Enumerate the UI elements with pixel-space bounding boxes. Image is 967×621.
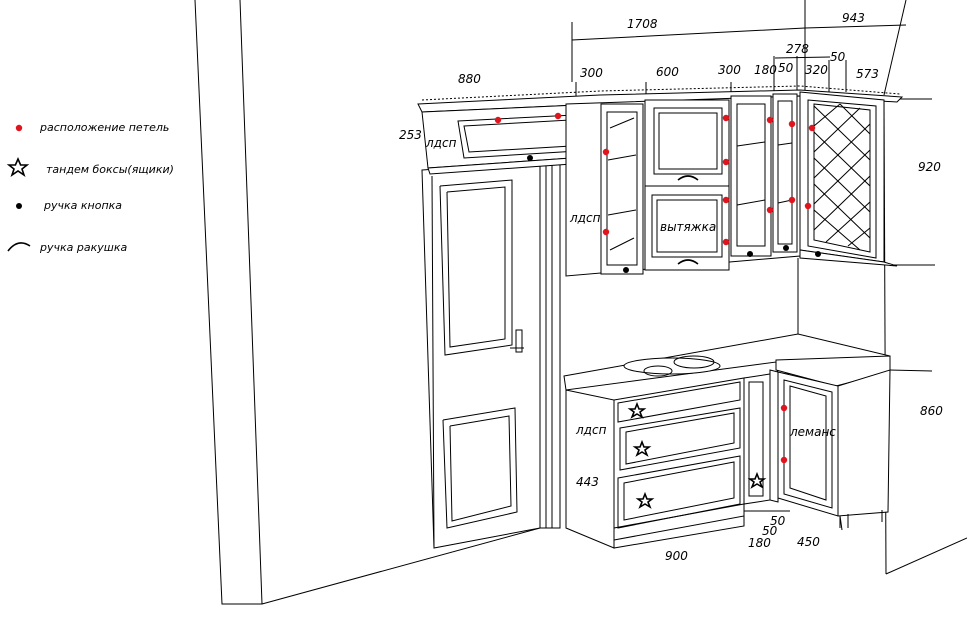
label-ldsp-top: лдсп	[425, 136, 457, 150]
dim-50-c: 50	[762, 524, 778, 538]
legend-shell-label: ручка ракушка	[39, 241, 127, 254]
legend-knob-label: ручка кнопка	[43, 199, 122, 212]
dim-443: 443	[576, 475, 599, 489]
dim-920: 920	[918, 160, 941, 174]
dimension-texts: 1708 943 278 50 300 600 300 180 50 320 5…	[399, 11, 943, 563]
dim-860: 860	[920, 404, 943, 418]
legend: расположение петель тандем боксы(ящики) …	[6, 121, 174, 254]
dim-top-total: 1708	[627, 17, 658, 31]
dim-600: 600	[656, 65, 679, 79]
part-labels: лдсп лдсп лдсп вытяжка леманс	[425, 136, 836, 439]
dim-300-left: 300	[580, 66, 603, 80]
dim-278: 278	[786, 42, 809, 56]
dim-180-b: 180	[748, 536, 771, 550]
hinge-points	[494, 112, 816, 464]
label-ldsp-low: лдсп	[575, 423, 607, 437]
dim-253: 253	[399, 128, 422, 142]
legend-hinge-label: расположение петель	[39, 121, 169, 134]
lattice-glass	[813, 103, 871, 251]
dim-900: 900	[665, 549, 688, 563]
mezzanine-cabinet	[421, 103, 601, 175]
dim-50-b: 50	[770, 514, 786, 528]
entrance-door	[421, 159, 561, 549]
dim-50-top: 50	[830, 50, 846, 64]
dim-320: 320	[805, 63, 828, 77]
dim-300-mid: 300	[718, 63, 741, 77]
label-lemans: леманс	[789, 425, 836, 439]
legend-shell-icon	[7, 242, 31, 252]
dim-180: 180	[754, 63, 777, 77]
dim-50-a: 50	[778, 61, 794, 75]
label-hood: вытяжка	[660, 220, 716, 234]
label-ldsp-mid: лдсп	[569, 211, 601, 225]
dim-880: 880	[458, 72, 481, 86]
legend-hinge-icon	[15, 124, 23, 132]
legend-tandem-label: тандем боксы(ящики)	[46, 163, 174, 176]
knob-handles	[527, 155, 821, 273]
dim-450: 450	[797, 535, 820, 549]
legend-knob-icon	[16, 203, 22, 209]
dim-573: 573	[856, 67, 879, 81]
tandem-stars	[627, 401, 767, 509]
dim-corner-total: 943	[842, 11, 865, 25]
upper-cabinets	[565, 91, 898, 277]
legend-star-icon	[6, 156, 30, 177]
lower-cabinets	[563, 333, 891, 549]
